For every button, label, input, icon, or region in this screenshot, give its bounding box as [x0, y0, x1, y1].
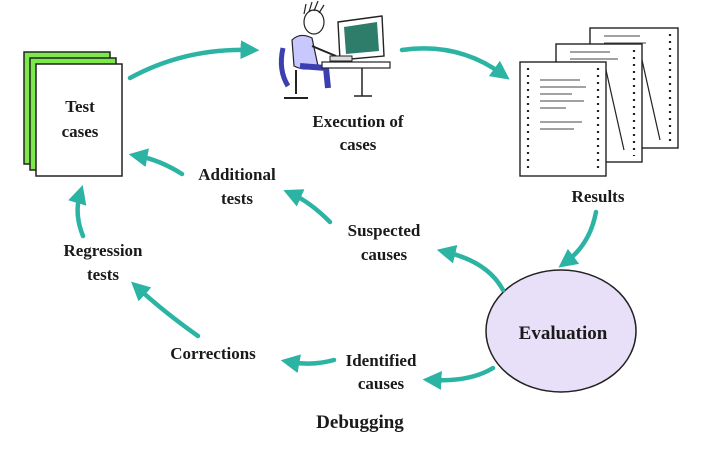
identified-causes-label-line1: Identified [346, 351, 417, 370]
evaluation-node [485, 269, 637, 393]
execution-label-line2: cases [340, 135, 377, 154]
test-cases-icon: Test cases [23, 51, 123, 177]
results-printouts-icon [519, 27, 679, 177]
person-at-computer-icon [278, 0, 391, 99]
arrow-identified-to-corrections [280, 354, 337, 373]
suspected-causes-label-line1: Suspected [348, 221, 421, 240]
regression-tests-label-line2: tests [87, 265, 119, 284]
test-cases-label-line2: cases [62, 122, 99, 141]
regression-tests-label-line1: Regression [63, 241, 143, 260]
test-cases-label-line1: Test [65, 97, 95, 116]
arrow-testcases-to-execution [127, 40, 260, 81]
evaluation-label: Evaluation [519, 323, 608, 344]
arrow-results-to-evaluation [558, 209, 599, 268]
arrow-additional-to-testcases [128, 148, 185, 177]
arrow-suspected-to-additional [283, 189, 333, 225]
arrow-corrections-to-regression [131, 281, 201, 339]
additional-tests-label-line2: tests [221, 189, 253, 208]
arrow-execution-to-results [399, 46, 510, 80]
debugging-caption: Debugging [316, 412, 404, 433]
arrow-evaluation-to-suspected [436, 244, 506, 293]
arrow-regression-to-testcases [68, 184, 87, 239]
corrections-label: Corrections [170, 344, 256, 363]
additional-tests-label-line1: Additional [198, 165, 276, 184]
arrow-evaluation-to-identified [422, 365, 496, 390]
suspected-causes-label-line2: causes [361, 245, 408, 264]
execution-label-line1: Execution of [312, 112, 403, 131]
results-label: Results [572, 187, 625, 206]
identified-causes-label-line2: causes [358, 374, 405, 393]
